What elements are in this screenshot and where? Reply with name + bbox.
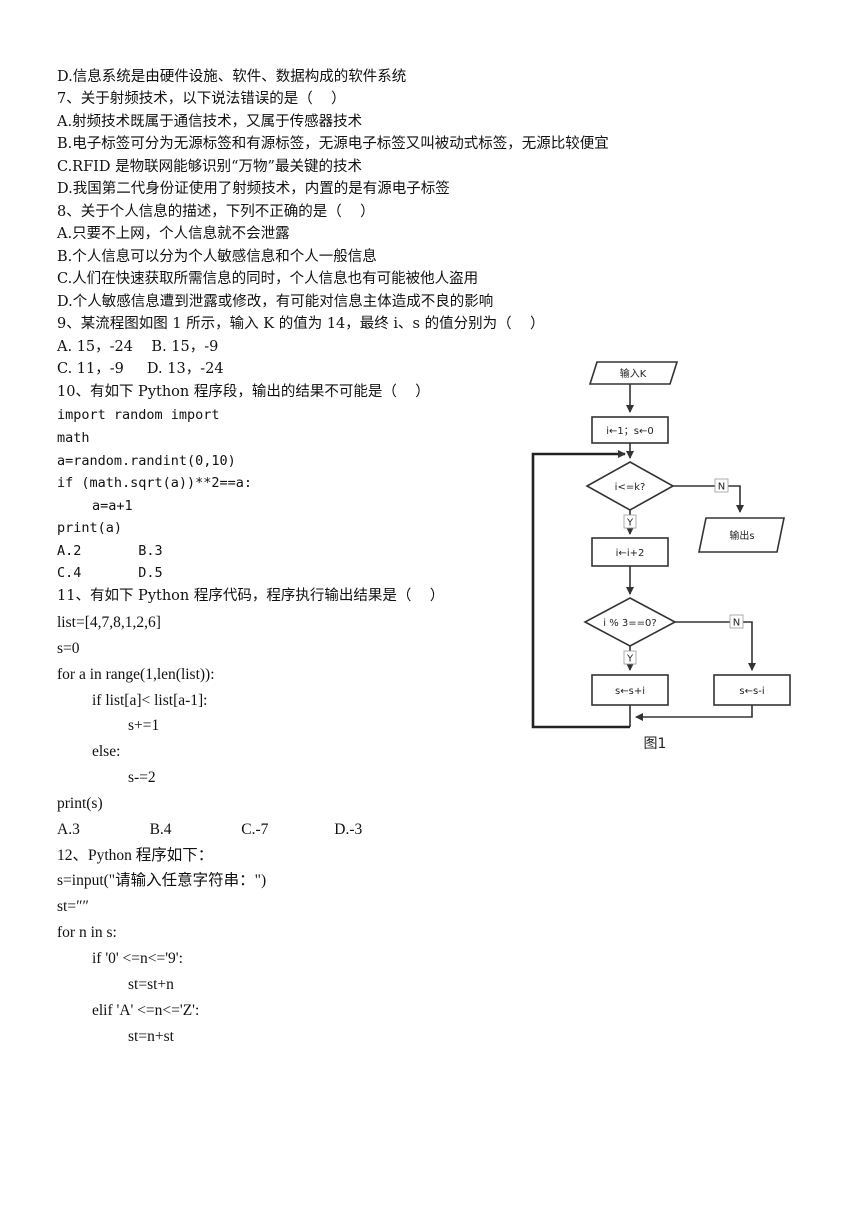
option-7b: B.电子标签可分为无源标签和有源标签，无源电子标签又叫被动式标签，无源比较便宜 bbox=[57, 136, 609, 152]
flow-init-label: i←1；s←0 bbox=[606, 426, 653, 437]
flow-no1-box bbox=[714, 478, 729, 493]
code-12-line-4: if '0' <=n<='9': bbox=[92, 950, 183, 967]
code-11-line-1: list=[4,7,8,1,2,6] bbox=[57, 614, 161, 631]
code-10-line-3: a=random.randint(0,10) bbox=[57, 453, 236, 469]
flow-no1-label: N bbox=[718, 482, 725, 493]
question-9: 9、某流程图如图 1 所示，输入 K 的值为 14，最终 i、s 的值分别为（ … bbox=[57, 316, 545, 332]
code-11-line-4: if list[a]< list[a-1]: bbox=[92, 692, 208, 709]
code-11-line-7: s-=2 bbox=[128, 769, 156, 786]
flowchart-figure-1: 输入K i←1；s←0 i<=k? N 输出s Y i←i+2 i % 3==0… bbox=[531, 361, 791, 752]
flow-no2-label: N bbox=[733, 618, 740, 629]
code-12-line-1: s=input("请输入任意字符串：") bbox=[57, 872, 267, 889]
code-12-line-3: for n in s: bbox=[57, 924, 117, 941]
flow-init-shape bbox=[591, 416, 669, 444]
question-7: 7、关于射频技术，以下说法错误的是（ ） bbox=[57, 91, 346, 107]
code-11-line-3: for a in range(1,len(list)): bbox=[57, 666, 215, 683]
code-12-line-5: st=st+n bbox=[128, 976, 174, 993]
flow-caption: 图1 bbox=[644, 736, 667, 752]
option-7d: D.我国第二代身份证使用了射频技术，内置的是有源电子标签 bbox=[57, 181, 450, 197]
code-12-line-2: st=″″ bbox=[57, 898, 89, 915]
options-10ab: A.2 B.3 bbox=[57, 543, 163, 559]
flow-sub-shape bbox=[713, 674, 791, 706]
option-8a: A.只要不上网，个人信息就不会泄露 bbox=[57, 226, 290, 242]
flow-no2-box bbox=[729, 614, 744, 629]
flow-step-label: i←i+2 bbox=[616, 548, 645, 559]
options-11: A.3 B.4 C.-7 D.-3 bbox=[57, 821, 363, 838]
flow-cond2-label: i % 3==0? bbox=[603, 618, 656, 629]
question-11: 11、有如下 Python 程序代码，程序执行输出结果是（ ） bbox=[57, 588, 445, 604]
code-10-line-5: a=a+1 bbox=[92, 498, 133, 514]
code-12-line-6: elif 'A' <=n<='Z': bbox=[92, 1002, 200, 1019]
flow-output-label: 输出s bbox=[729, 529, 754, 542]
option-8d: D.个人敏感信息遭到泄露或修改，有可能对信息主体造成不良的影响 bbox=[57, 294, 494, 310]
flow-yes2-box bbox=[623, 650, 637, 665]
code-11-line-8: print(s) bbox=[57, 795, 103, 812]
flow-output-shape bbox=[698, 517, 785, 553]
option-8b: B.个人信息可以分为个人敏感信息和个人一般信息 bbox=[57, 249, 377, 265]
flow-arrow-no bbox=[673, 485, 744, 513]
flow-loop-back bbox=[531, 450, 630, 729]
flow-input-label: 输入K bbox=[620, 367, 647, 380]
code-11-line-6: else: bbox=[92, 743, 121, 760]
options-9ab: A. 15，-24 B. 15，-9 bbox=[57, 339, 219, 355]
code-10-line-1: import random import bbox=[57, 407, 220, 423]
code-10-line-2: math bbox=[57, 430, 90, 446]
flow-yes1-label: Y bbox=[626, 518, 634, 529]
question-10: 10、有如下 Python 程序段，输出的结果不可能是（ ） bbox=[57, 384, 430, 400]
code-11-line-5: s+=1 bbox=[128, 717, 160, 734]
flow-yes2-label: Y bbox=[626, 654, 634, 665]
flow-arrow-no bbox=[675, 621, 756, 671]
flow-step-shape bbox=[591, 537, 669, 567]
flow-add-shape bbox=[591, 674, 669, 706]
code-12-line-7: st=n+st bbox=[128, 1028, 174, 1045]
options-10cd: C.4 D.5 bbox=[57, 565, 163, 581]
flow-arrow bbox=[635, 705, 753, 721]
option-7c: C.RFID 是物联网能够识别“万物”最关键的技术 bbox=[57, 159, 362, 175]
code-10-line-4: if (math.sqrt(a))**2==a: bbox=[57, 475, 253, 491]
option-6d: D.信息系统是由硬件设施、软件、数据构成的软件系统 bbox=[57, 69, 407, 85]
option-7a: A.射频技术既属于通信技术，又属于传感器技术 bbox=[57, 114, 363, 130]
flow-cond1-label: i<=k? bbox=[615, 482, 646, 493]
option-8c: C.人们在快速获取所需信息的同时，个人信息也有可能被他人盗用 bbox=[57, 271, 479, 287]
flow-yes1-box bbox=[623, 514, 637, 529]
code-10-line-6: print(a) bbox=[57, 520, 123, 536]
flow-input-shape bbox=[588, 361, 679, 385]
question-8: 8、关于个人信息的描述，下列不正确的是（ ） bbox=[57, 204, 375, 220]
flow-sub-label: s←s-i bbox=[739, 686, 764, 697]
options-9cd: C. 11，-9 D. 13，-24 bbox=[57, 361, 224, 377]
code-11-line-2: s=0 bbox=[57, 640, 80, 657]
question-12: 12、Python 程序如下： bbox=[57, 847, 214, 864]
flow-add-label: s←s+i bbox=[615, 686, 645, 697]
